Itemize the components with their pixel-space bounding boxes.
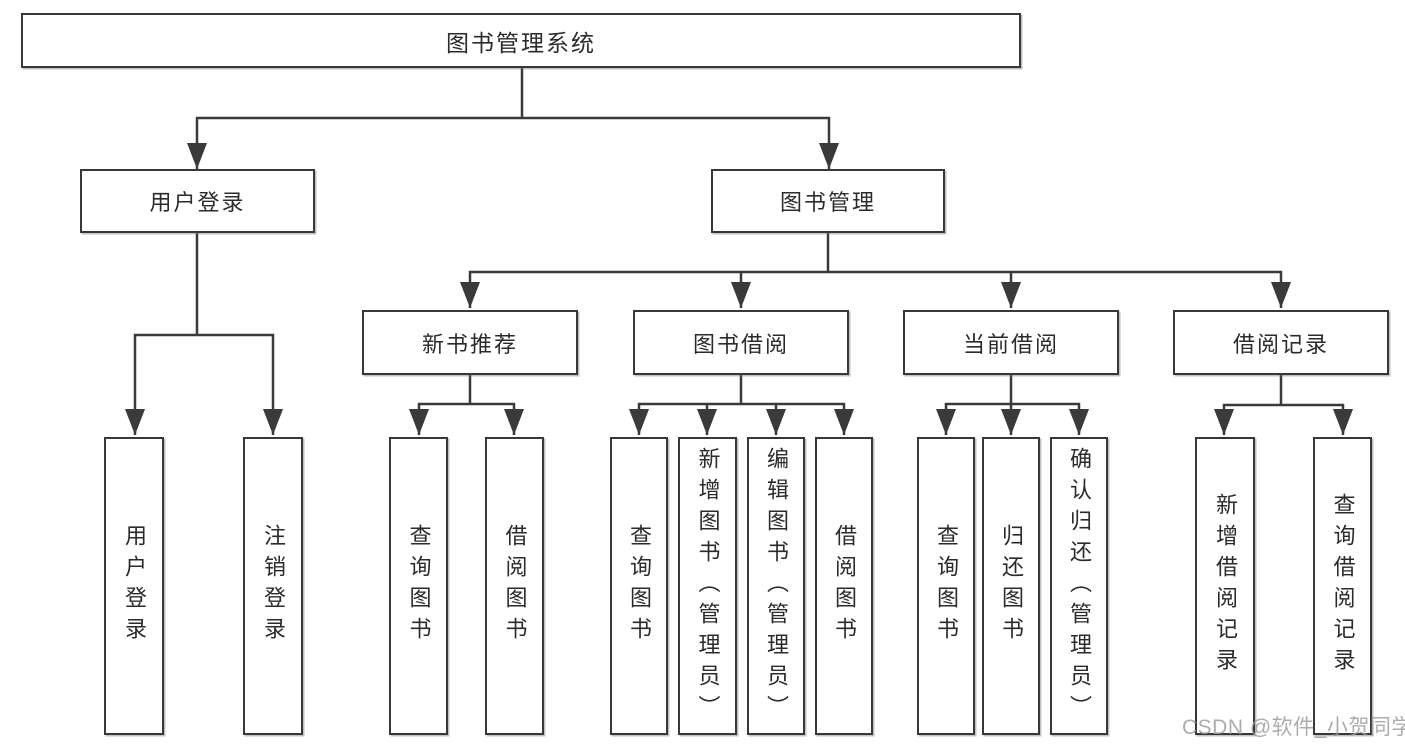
- node-leaf-user-login: 用户登录: [104, 437, 164, 735]
- node-book-borrowing: 图书借阅: [633, 310, 849, 375]
- node-borrowing-records: 借阅记录: [1173, 310, 1389, 375]
- node-new-book-recommend: 新书推荐: [362, 310, 578, 375]
- node-label-leaf-bb-add-books: 新增图书（管理员）: [695, 446, 721, 726]
- node-leaf-cb-return-books: 归还图书: [982, 437, 1040, 735]
- node-label-leaf-bb-edit-books: 编辑图书（管理员）: [764, 446, 789, 726]
- node-root: 图书管理系统: [21, 13, 1021, 68]
- node-leaf-bb-query-books: 查询图书: [610, 437, 668, 735]
- node-label-leaf-cb-query-books: 查询图书: [934, 524, 959, 648]
- node-leaf-cb-query-books: 查询图书: [917, 437, 975, 735]
- node-label-leaf-br-query-record: 查询借阅记录: [1330, 493, 1356, 679]
- node-label-root: 图书管理系统: [446, 29, 596, 56]
- node-label-leaf-nbr-query-books: 查询图书: [406, 524, 432, 648]
- node-leaf-bb-edit-books: 编辑图书（管理员）: [747, 437, 805, 735]
- node-label-new-book-recommend: 新书推荐: [421, 331, 518, 357]
- node-label-book-borrowing: 图书借阅: [692, 331, 789, 357]
- node-label-leaf-bb-query-books: 查询图书: [627, 524, 652, 648]
- node-leaf-br-query-record: 查询借阅记录: [1313, 437, 1372, 735]
- node-label-leaf-logout: 注销登录: [261, 524, 286, 648]
- node-user-login: 用户登录: [80, 169, 315, 233]
- node-leaf-cb-confirm-return: 确认归还（管理员）: [1050, 437, 1108, 735]
- watermark: CSDN @软件_小贺同学: [1182, 716, 1405, 739]
- node-leaf-nbr-query-books: 查询图书: [389, 437, 448, 735]
- node-label-leaf-br-add-record: 新增借阅记录: [1213, 493, 1238, 679]
- node-label-leaf-bb-borrow-books: 借阅图书: [832, 524, 857, 648]
- node-leaf-br-add-record: 新增借阅记录: [1195, 437, 1255, 735]
- node-book-management: 图书管理: [711, 169, 945, 233]
- node-label-leaf-cb-return-books: 归还图书: [999, 524, 1024, 648]
- node-leaf-bb-add-books: 新增图书（管理员）: [678, 437, 737, 735]
- node-label-user-login: 用户登录: [149, 190, 246, 215]
- node-label-current-borrowing: 当前借阅: [962, 331, 1059, 357]
- node-label-borrowing-records: 借阅记录: [1232, 331, 1329, 357]
- node-label-leaf-cb-confirm-return: 确认归还（管理员）: [1067, 446, 1092, 726]
- node-label-book-management: 图书管理: [779, 190, 876, 215]
- node-label-leaf-nbr-borrow-books: 借阅图书: [502, 524, 528, 648]
- node-leaf-bb-borrow-books: 借阅图书: [815, 437, 873, 735]
- node-label-leaf-user-login: 用户登录: [122, 524, 147, 648]
- node-leaf-logout: 注销登录: [243, 437, 303, 735]
- node-current-borrowing: 当前借阅: [903, 310, 1119, 375]
- node-leaf-nbr-borrow-books: 借阅图书: [485, 437, 544, 735]
